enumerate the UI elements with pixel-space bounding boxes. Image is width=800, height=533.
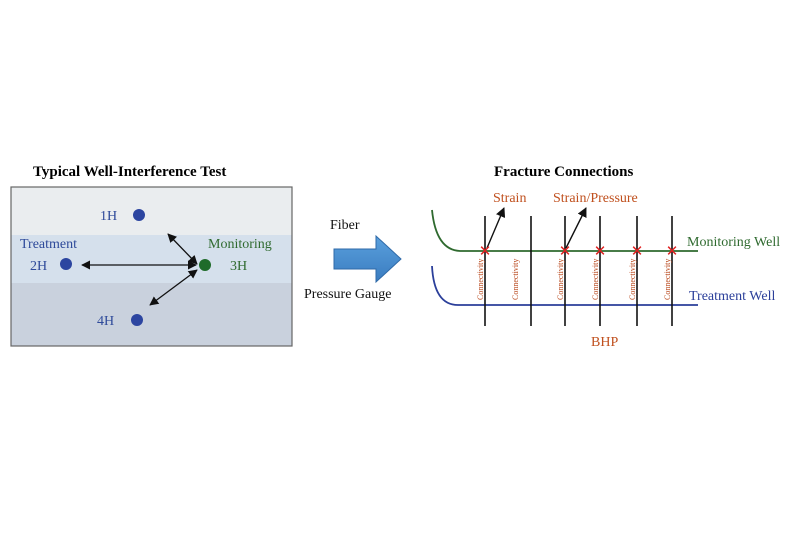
monitoring-well-label: Monitoring Well (687, 235, 780, 250)
monitoring-well-line (431, 209, 698, 252)
strain-pressure-label: Strain/Pressure (553, 191, 638, 206)
bhp-label: BHP (591, 335, 618, 350)
big-right-arrow (333, 234, 402, 284)
well-3h-dot (199, 259, 211, 271)
well-4h-dot (131, 314, 143, 326)
strain-label: Strain (493, 191, 526, 206)
arrow-3h-1h (167, 233, 198, 265)
connectivity-labels: Connectivity Connectivity Connectivity C… (476, 259, 672, 300)
treatment-well-line (431, 265, 698, 306)
strain-pressure-arrow (565, 207, 587, 249)
x-marker-5: ✕ (666, 242, 679, 260)
connection-markers: ✕ ✕ ✕ ✕ ✕ (479, 242, 679, 260)
reservoir-border (10, 186, 293, 347)
well-1h-dot (133, 209, 145, 221)
connectivity-label-5: Connectivity (628, 259, 637, 300)
connectivity-label-2: Connectivity (511, 259, 520, 300)
treatment-well-label: Treatment Well (689, 289, 775, 304)
right-panel-title: Fracture Connections (494, 164, 634, 180)
well-2h-dot (60, 258, 72, 270)
well-3h-label: 3H (230, 259, 247, 274)
pressure-gauge-label: Pressure Gauge (304, 287, 391, 302)
connectivity-label-1: Connectivity (476, 259, 485, 300)
connectivity-label-4: Connectivity (591, 259, 600, 300)
fracture-lines (484, 216, 673, 326)
x-marker-1: ✕ (479, 242, 492, 260)
connectivity-label-6: Connectivity (663, 259, 672, 300)
treatment-label: Treatment (20, 237, 77, 252)
x-marker-2: ✕ (559, 242, 572, 260)
well-2h-label: 2H (30, 259, 47, 274)
x-marker-4: ✕ (631, 242, 644, 260)
well-4h-label: 4H (97, 314, 114, 329)
fiber-label: Fiber (330, 218, 360, 233)
connectivity-label-3: Connectivity (556, 259, 565, 300)
strain-arrow (486, 207, 506, 249)
reservoir-box (10, 186, 293, 347)
arrow-3h-4h (149, 269, 198, 306)
left-panel-title: Typical Well-Interference Test (33, 164, 227, 180)
x-marker-3: ✕ (594, 242, 607, 260)
well-1h-label: 1H (100, 209, 117, 224)
bottom-layer (11, 283, 292, 346)
top-layer (11, 187, 292, 235)
monitoring-label: Monitoring (208, 237, 272, 252)
